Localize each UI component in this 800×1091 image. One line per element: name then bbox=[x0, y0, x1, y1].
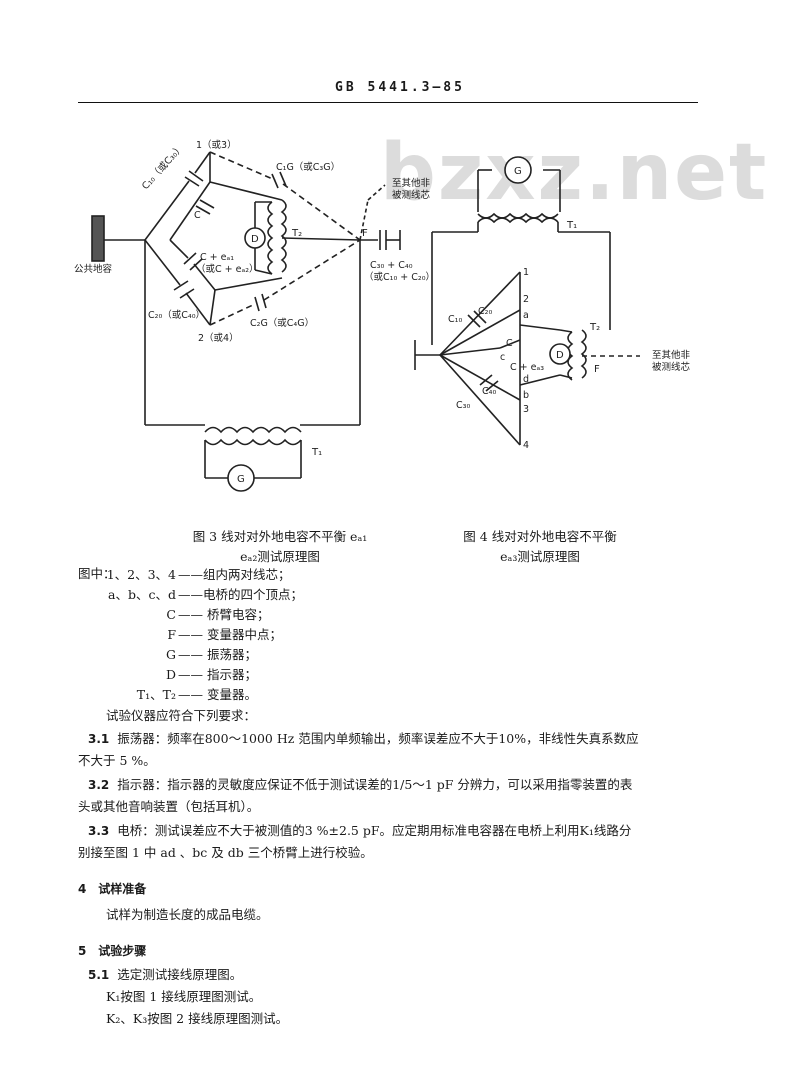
legend-value: —— 振荡器； bbox=[178, 647, 257, 662]
fig4-to-other-line1: 至其他非 bbox=[652, 349, 691, 361]
fig4-vertex-c-label: c bbox=[500, 352, 505, 363]
legend-value: —— 变量器。 bbox=[178, 687, 257, 702]
clause-3-3: 3.3 电桥：测试误差应不大于被测值的3 %±2.5 pF。应定期用标准电容器在… bbox=[88, 820, 631, 842]
legend-key: C bbox=[166, 607, 176, 622]
watermark: bzxz.net bbox=[380, 128, 769, 218]
fig4-c30-label: C₃₀ bbox=[456, 400, 470, 411]
section-title: 试样准备 bbox=[98, 882, 147, 896]
fig3-caption: 图 3 线对对外地电容不平衡 eₐ₁ eₐ₂测试原理图 bbox=[150, 527, 410, 567]
fig3-labels: 1（或3） 2（或4） C₁₀（或C₃₀） C₁G（或C₃G） C C + eₐ… bbox=[74, 139, 435, 485]
fig3-caption-line1: 图 3 线对对外地电容不平衡 eₐ₁ bbox=[192, 529, 368, 544]
legend-value: —— 指示器； bbox=[178, 667, 257, 682]
fig4-c-ea3-label: C + eₐ₃ bbox=[510, 362, 544, 373]
fig4-node3-label: 3 bbox=[523, 404, 529, 415]
clause-text: 指示器：指示器的灵敏度应保证不低于测试误差的1/5～1 pF 分辨力，可以采用指… bbox=[117, 777, 633, 792]
fig3-f-label: F bbox=[362, 228, 368, 239]
fig3-c1g-label: C₁G（或C₃G） bbox=[276, 161, 340, 173]
fig3-to-other-line2: 被测线芯 bbox=[392, 189, 431, 201]
fig4-f-label: F bbox=[594, 364, 600, 375]
fig3-node2-label: 2（或4） bbox=[198, 332, 239, 344]
fig3-ground-block bbox=[91, 215, 105, 262]
fig4-t1-label: T₁ bbox=[566, 220, 577, 231]
legend-key: T₁、T₂ bbox=[136, 687, 176, 702]
circuit-figures: 1（或3） 2（或4） C₁₀（或C₃₀） C₁G（或C₃G） C C + eₐ… bbox=[74, 139, 691, 492]
fig4-labels: G T₁ T₂ D F C C + eₐ₃ C₁₀ C₂₀ C₃₀ C₄₀ 1 … bbox=[448, 166, 691, 451]
fig4-node1-label: 1 bbox=[523, 267, 529, 278]
fig4-indicator-label: D bbox=[556, 350, 564, 361]
legend-key: D bbox=[165, 667, 176, 682]
clause-text: 振荡器：频率在800～1000 Hz 范围内单频输出，频率误差应不大于10%，非… bbox=[117, 731, 639, 746]
clause-5-1: 5.1 选定测试接线原理图。 bbox=[88, 964, 242, 986]
fig3-c2g-label: C₂G（或C₄G） bbox=[250, 317, 314, 329]
legend-value: ——组内两对线芯； bbox=[178, 567, 291, 582]
fig3-c-label: C bbox=[194, 210, 201, 221]
legend-value: —— 桥臂电容； bbox=[178, 607, 270, 622]
fig4-vertex-b-label: b bbox=[523, 390, 529, 401]
legend-value: ——电桥的四个顶点； bbox=[178, 587, 304, 602]
section-5-heading: 5 试验步骤 bbox=[78, 940, 146, 962]
fig4-c40-label: C₄₀ bbox=[482, 386, 496, 397]
clause-3-1: 3.1 振荡器：频率在800～1000 Hz 范围内单频输出，频率误差应不大于1… bbox=[88, 728, 639, 750]
fig4-caption-line2: eₐ₃测试原理图 bbox=[500, 549, 580, 564]
section-4-text: 试样为制造长度的成品电缆。 bbox=[106, 907, 269, 922]
fig3-c20-label: C₂₀（或C₄₀） bbox=[148, 309, 205, 321]
standard-code-header: GB 5441.3—85 bbox=[335, 80, 465, 95]
fig4-vertex-d-label: d bbox=[523, 374, 529, 385]
fig4-drawing bbox=[414, 156, 640, 446]
fig4-to-other-line2: 被测线芯 bbox=[652, 361, 691, 373]
fig3-caption-line2: eₐ₂测试原理图 bbox=[240, 549, 320, 564]
fig4-t2-label: T₂ bbox=[589, 322, 600, 333]
legend-value: —— 变量器中点； bbox=[178, 627, 282, 642]
fig3-to-other-line1: 至其他非 bbox=[392, 177, 431, 189]
fig3-t1-label: T₁ bbox=[311, 447, 322, 458]
fig3-oscillator-label: G bbox=[237, 474, 245, 485]
fig4-node4-label: 4 bbox=[523, 440, 529, 451]
clause-3-2-cont: 头或其他音响装置（包括耳机）。 bbox=[78, 799, 260, 814]
legend-key: F bbox=[167, 627, 176, 642]
fig3-ground-label: 公共地容 bbox=[74, 263, 113, 275]
clause-number: 5.1 bbox=[88, 968, 110, 982]
fig3-t2-label: T₂ bbox=[291, 228, 302, 239]
fig3-c-ea2-label: （或C + eₐ₂） bbox=[196, 263, 259, 275]
clause-3-3-cont: 别接至图 1 中 ad 、bc 及 db 三个桥臂上进行校验。 bbox=[78, 845, 373, 860]
fig4-c10-label: C₁₀ bbox=[448, 314, 462, 325]
fig4-caption: 图 4 线对对外地电容不平衡 eₐ₃测试原理图 bbox=[430, 527, 650, 567]
clause-5-1-k23: K₂、K₃按图 2 接线原理图测试。 bbox=[106, 1011, 289, 1026]
clause-text: 选定测试接线原理图。 bbox=[117, 967, 243, 982]
fig4-node2-label: 2 bbox=[523, 294, 529, 305]
fig3-cf-line1: C₃₀ + C₄₀ bbox=[370, 260, 413, 271]
fig4-oscillator-label: G bbox=[514, 166, 522, 177]
clause-number: 3.2 bbox=[88, 778, 110, 792]
clause-5-1-k1: K₁按图 1 接线原理图测试。 bbox=[106, 989, 262, 1004]
requirements-intro: 试验仪器应符合下列要求： bbox=[106, 708, 257, 723]
section-title: 试验步骤 bbox=[98, 944, 147, 958]
fig4-caption-line1: 图 4 线对对外地电容不平衡 bbox=[463, 529, 617, 544]
fig4-vertex-a-label: a bbox=[523, 310, 529, 321]
clause-3-2: 3.2 指示器：指示器的灵敏度应保证不低于测试误差的1/5～1 pF 分辨力，可… bbox=[88, 774, 632, 796]
clause-number: 3.1 bbox=[88, 732, 110, 746]
header-rule bbox=[78, 102, 698, 103]
fig4-c20-label: C₂₀ bbox=[478, 306, 492, 317]
legend-intro: 图中： bbox=[78, 566, 116, 581]
fig4-c-label: C bbox=[506, 338, 513, 349]
clause-3-1-cont: 不大于 5 %。 bbox=[78, 753, 156, 768]
legend-key: 1、2、3、4 bbox=[106, 567, 176, 582]
fig3-drawing bbox=[91, 151, 401, 492]
section-4-heading: 4 试样准备 bbox=[78, 878, 146, 900]
fig3-node1-label: 1（或3） bbox=[196, 139, 237, 151]
section-number: 5 bbox=[78, 944, 87, 958]
fig3-indicator-label: D bbox=[251, 234, 259, 245]
section-number: 4 bbox=[78, 882, 87, 896]
clause-text: 电桥：测试误差应不大于被测值的3 %±2.5 pF。应定期用标准电容器在电桥上利… bbox=[117, 823, 632, 838]
legend-key: a、b、c、d bbox=[108, 587, 176, 602]
legend-key: G bbox=[166, 647, 176, 662]
clause-number: 3.3 bbox=[88, 824, 110, 838]
fig3-c10-label: C₁₀（或C₃₀） bbox=[139, 142, 186, 192]
fig3-c-ea1-label: C + eₐ₁ bbox=[200, 252, 234, 263]
fig3-cf-line2: （或C₁₀ + C₂₀） bbox=[364, 271, 435, 283]
